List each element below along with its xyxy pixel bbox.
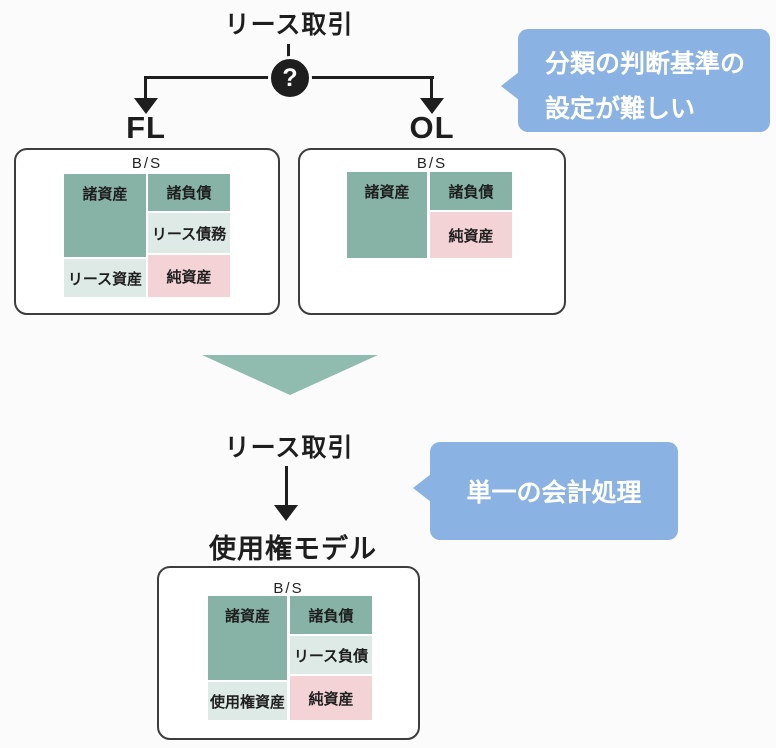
model-block-net-assets: 純資産 bbox=[290, 676, 372, 720]
branch-right-line bbox=[430, 76, 433, 100]
fl-block-lease-obligation: リース債務 bbox=[148, 213, 230, 253]
fl-block-liabilities: 諸負債 bbox=[148, 174, 230, 211]
ol-block-liabilities: 諸負債 bbox=[430, 172, 512, 210]
model-block-rou-asset: 使用権資産 bbox=[208, 682, 287, 720]
ol-balance-sheet-box: B/S 諸資産 諸負債 純資産 bbox=[298, 148, 566, 315]
transition-triangle-icon bbox=[202, 355, 378, 395]
branch-left-line bbox=[144, 76, 147, 100]
model-block-liabilities: 諸負債 bbox=[290, 596, 372, 634]
callout-classification: 分類の判断基準の 設定が難しい bbox=[501, 29, 770, 132]
bottom-title: リース取引 bbox=[224, 434, 354, 462]
arrowhead-right-icon bbox=[420, 98, 444, 114]
top-title: リース取引 bbox=[224, 11, 354, 39]
model-balance-sheet-box: B/S 諸資産 使用権資産 諸負債 リース負債 純資産 bbox=[157, 566, 420, 740]
fl-balance-sheet-box: B/S 諸資産 リース資産 諸負債 リース債務 純資産 bbox=[14, 148, 280, 315]
connector-title-to-circle bbox=[287, 44, 290, 61]
callout-classification-line2: 設定が難しい bbox=[545, 95, 696, 123]
callout-pointer-icon bbox=[413, 474, 431, 502]
fl-bs-title: B/S bbox=[131, 155, 163, 172]
fl-block-net-assets: 純資産 bbox=[148, 255, 230, 297]
fl-block-assets: 諸資産 bbox=[64, 174, 146, 257]
bottom-arrowhead-icon bbox=[274, 505, 298, 521]
model-bs-title: B/S bbox=[273, 580, 304, 597]
ol-label: OL bbox=[409, 110, 455, 145]
fl-block-lease-asset: リース資産 bbox=[64, 259, 146, 297]
bottom-arrow-line bbox=[285, 466, 288, 507]
fl-label: FL bbox=[126, 110, 166, 145]
model-label: 使用権モデル bbox=[209, 534, 377, 564]
callout-classification-line1: 分類の判断基準の bbox=[545, 50, 746, 78]
ol-block-assets: 諸資産 bbox=[347, 172, 427, 258]
arrowhead-left-icon bbox=[134, 98, 158, 114]
callout-single-treatment-text: 単一の会計処理 bbox=[466, 479, 642, 507]
ol-bs-title: B/S bbox=[416, 155, 448, 172]
model-block-lease-liability: リース負債 bbox=[290, 636, 372, 674]
callout-single-treatment: 単一の会計処理 bbox=[413, 442, 678, 540]
callout-pointer-icon bbox=[501, 72, 519, 100]
question-mark-icon: ? bbox=[268, 56, 312, 100]
model-block-assets: 諸資産 bbox=[208, 596, 287, 680]
ol-block-net-assets: 純資産 bbox=[430, 212, 512, 258]
